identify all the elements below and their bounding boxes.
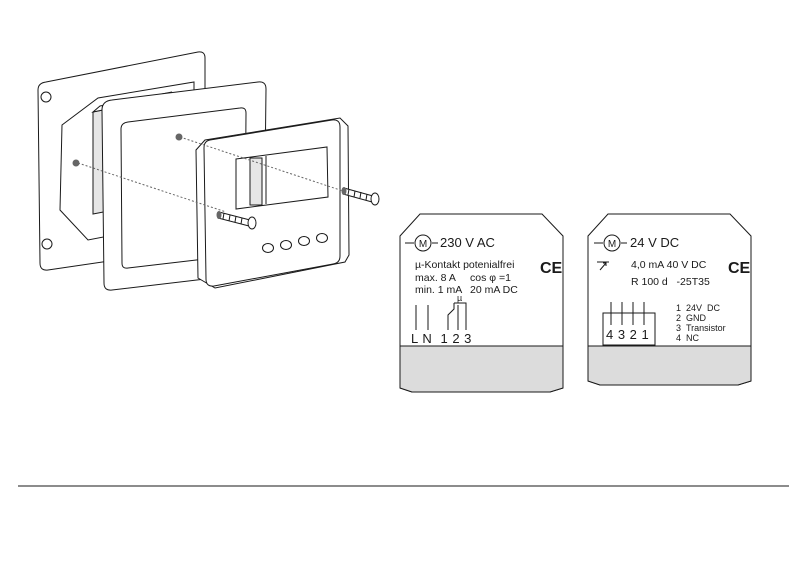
front-cover-housing xyxy=(196,118,349,288)
motor-letter-right: M xyxy=(608,239,616,250)
voltage-label-left: 230 V AC xyxy=(440,235,495,250)
ce-mark-right: CE xyxy=(728,260,751,277)
ce-mark-left: CE xyxy=(540,260,563,277)
pinout-4-label: NC xyxy=(686,333,699,343)
pinout-3-num: 3 xyxy=(676,323,681,333)
relay-mu-symbol: µ xyxy=(457,293,462,303)
voltage-label-right: 24 V DC xyxy=(630,235,679,250)
module-230v: M 230 V AC µ-Kontakt potenialfrei max. 8… xyxy=(400,214,563,392)
module-code: R 100 d -25T35 xyxy=(631,276,710,288)
pinout-4-num: 4 xyxy=(676,333,681,343)
exploded-assembly xyxy=(38,52,379,290)
module-24v: M 24 V DC 4,0 mA 40 V DC R 100 d -25T35 … xyxy=(588,214,751,385)
pinout-3-label: Transistor xyxy=(686,323,726,333)
pinout-2-label: GND xyxy=(686,313,707,323)
pinout-1-num: 1 xyxy=(676,303,681,313)
contact-description: µ-Kontakt potenialfrei xyxy=(415,259,514,271)
pinout-2-num: 2 xyxy=(676,313,681,323)
terminal-labels: L N 1 2 3 xyxy=(411,331,472,346)
pinout-1-label: 24V DC xyxy=(686,303,721,313)
min-current-label: min. 1 mA xyxy=(415,284,462,296)
connector-pin-numbers: 4 3 2 1 xyxy=(606,327,649,342)
cos-phi-label: cos φ =1 xyxy=(470,272,511,284)
dc-current-label: 20 mA DC xyxy=(470,284,518,296)
max-current-label: max. 8 A xyxy=(415,272,456,284)
motor-letter-left: M xyxy=(419,239,427,250)
output-rating: 4,0 mA 40 V DC xyxy=(631,259,707,271)
